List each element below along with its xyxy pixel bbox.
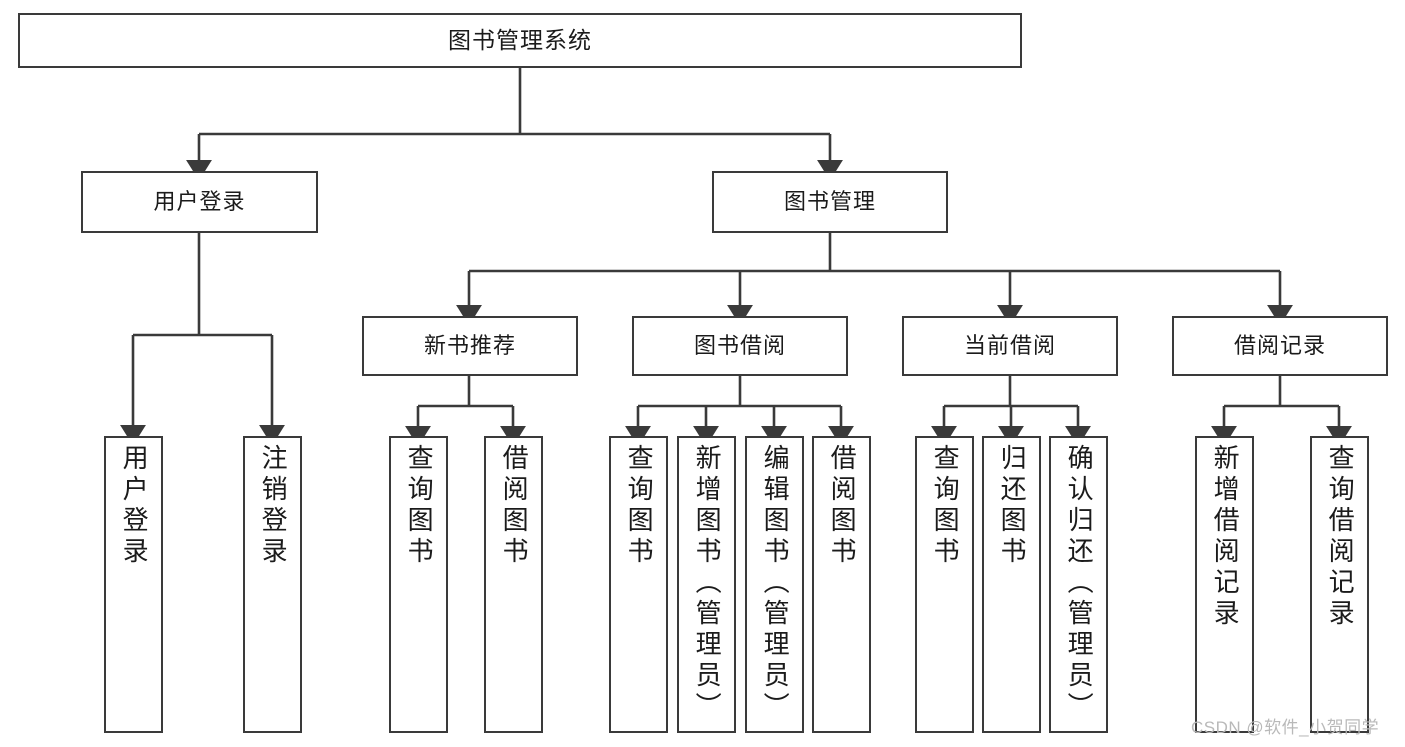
node-leaf-edit-book-admin-label: 编辑图书（管理员） bbox=[760, 444, 791, 723]
node-leaf-borrow-book-label: 借阅图书 bbox=[827, 444, 858, 568]
node-leaf-add-book-admin-label: 新增图书（管理员） bbox=[692, 444, 723, 723]
node-leaf-borrow-book-rec[interactable]: 借阅图书 bbox=[484, 436, 543, 733]
node-leaf-return-book[interactable]: 归还图书 bbox=[982, 436, 1041, 733]
node-new-book-recommend-label: 新书推荐 bbox=[423, 333, 516, 359]
node-book-management[interactable]: 图书管理 bbox=[712, 171, 948, 233]
node-current-borrow-label: 当前借阅 bbox=[963, 333, 1056, 359]
node-book-management-label: 图书管理 bbox=[783, 189, 876, 215]
node-borrow-record[interactable]: 借阅记录 bbox=[1172, 316, 1388, 376]
watermark: CSDN @软件_小贺同学 bbox=[1191, 718, 1380, 737]
node-leaf-query-book-rec-label: 查询图书 bbox=[404, 444, 435, 568]
node-leaf-query-borrow-record[interactable]: 查询借阅记录 bbox=[1310, 436, 1369, 733]
node-leaf-confirm-return-admin[interactable]: 确认归还（管理员） bbox=[1049, 436, 1108, 733]
node-leaf-user-login[interactable]: 用户登录 bbox=[104, 436, 163, 733]
node-leaf-query-book-rec[interactable]: 查询图书 bbox=[389, 436, 448, 733]
node-leaf-user-login-label: 用户登录 bbox=[119, 444, 150, 568]
node-leaf-query-borrow-record-label: 查询借阅记录 bbox=[1325, 444, 1356, 630]
node-leaf-borrow-book[interactable]: 借阅图书 bbox=[812, 436, 871, 733]
node-leaf-borrow-book-rec-label: 借阅图书 bbox=[499, 444, 530, 568]
node-leaf-query-book-current[interactable]: 查询图书 bbox=[915, 436, 974, 733]
node-leaf-return-book-label: 归还图书 bbox=[997, 444, 1028, 568]
node-leaf-query-book-current-label: 查询图书 bbox=[930, 444, 961, 568]
node-leaf-logout-login-label: 注销登录 bbox=[258, 444, 289, 568]
node-current-borrow[interactable]: 当前借阅 bbox=[902, 316, 1118, 376]
node-leaf-confirm-return-admin-label: 确认归还（管理员） bbox=[1064, 444, 1095, 723]
node-leaf-add-book-admin[interactable]: 新增图书（管理员） bbox=[677, 436, 736, 733]
node-leaf-query-book-borrow-label: 查询图书 bbox=[624, 444, 655, 568]
node-leaf-query-book-borrow[interactable]: 查询图书 bbox=[609, 436, 668, 733]
node-book-borrow-label: 图书借阅 bbox=[693, 333, 786, 359]
node-new-book-recommend[interactable]: 新书推荐 bbox=[362, 316, 578, 376]
node-user-login[interactable]: 用户登录 bbox=[81, 171, 318, 233]
node-book-borrow[interactable]: 图书借阅 bbox=[632, 316, 848, 376]
node-root[interactable]: 图书管理系统 bbox=[18, 13, 1022, 68]
node-leaf-add-borrow-record[interactable]: 新增借阅记录 bbox=[1195, 436, 1254, 733]
node-user-login-label: 用户登录 bbox=[153, 189, 246, 215]
node-leaf-logout-login[interactable]: 注销登录 bbox=[243, 436, 302, 733]
node-borrow-record-label: 借阅记录 bbox=[1233, 333, 1326, 359]
node-leaf-add-borrow-record-label: 新增借阅记录 bbox=[1210, 444, 1241, 630]
node-root-label: 图书管理系统 bbox=[448, 26, 592, 53]
node-leaf-edit-book-admin[interactable]: 编辑图书（管理员） bbox=[745, 436, 804, 733]
